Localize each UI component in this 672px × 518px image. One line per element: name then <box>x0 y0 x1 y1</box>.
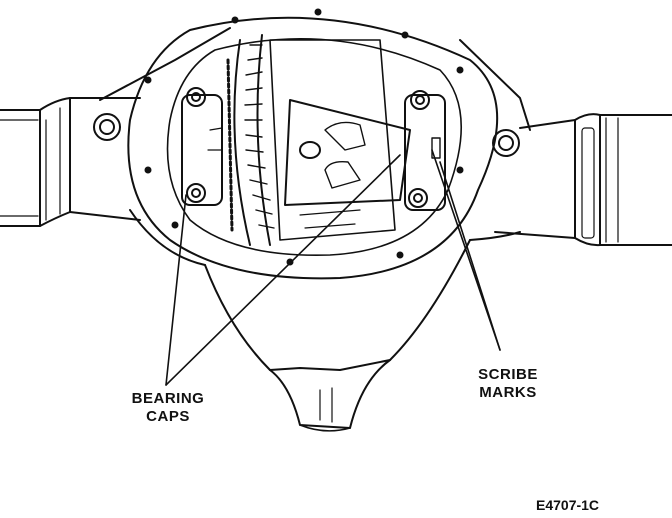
right-axle-tube <box>494 113 672 247</box>
scribe-marks-label: SCRIBE MARKS <box>458 366 558 402</box>
bearing-caps-line-2: CAPS <box>146 408 190 425</box>
pinion-housing <box>129 209 521 432</box>
cover-bolts <box>144 8 464 266</box>
housing-opening <box>166 37 462 257</box>
scribe-marks-line-1: SCRIBE <box>478 366 538 383</box>
scribe-marks-line-2: MARKS <box>479 384 537 401</box>
callout-leaders <box>165 149 501 386</box>
ring-gear <box>226 34 275 246</box>
right-gusset <box>459 39 531 131</box>
bearing-caps-label: BEARING CAPS <box>118 390 218 426</box>
differential-case <box>269 39 411 241</box>
right-bearing-cap <box>404 90 446 211</box>
left-gusset <box>99 27 231 101</box>
housing-flange <box>127 16 499 280</box>
left-bearing-cap <box>181 87 223 206</box>
left-axle-tube <box>0 97 141 227</box>
figure-id: E4707-1C <box>536 497 600 513</box>
bearing-caps-line-1: BEARING <box>131 390 205 407</box>
filler-plug <box>93 113 520 157</box>
